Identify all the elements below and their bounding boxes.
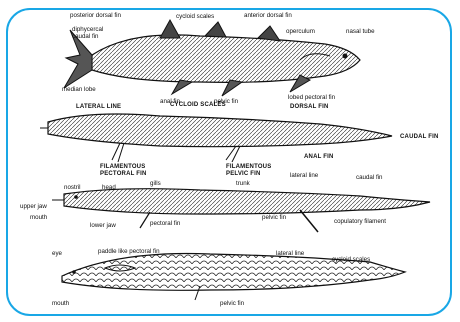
label-pectoral-fin-3: pectoral fin: [150, 220, 180, 227]
label-copulatory-filament: copulatory filament: [334, 218, 386, 225]
label-lateral-line-4: lateral line: [276, 250, 304, 257]
label-cycloid-scales: cycloid scales: [176, 13, 214, 20]
label-filamentous-pectoral-fin: FILAMENTOUS PECTORAL FIN: [100, 164, 158, 178]
label-cycloid-scales-4: cycloid scales: [332, 256, 370, 263]
lungfish-figure: [40, 114, 392, 162]
label-trunk: trunk: [236, 180, 250, 187]
label-lobed-pectoral-fin: lobed pectoral fin: [288, 94, 335, 101]
label-head: head: [102, 184, 116, 191]
label-paddle-like-pectoral-fin: paddle like pectoral fin: [98, 248, 160, 255]
label-pelvic-fin-3: pelvic fin: [262, 214, 286, 221]
label-caudal-fin-3: caudal fin: [356, 174, 383, 181]
label-posterior-dorsal-fin: posterior dorsal fin: [70, 12, 121, 19]
label-dorsal-fin-2: DORSAL FIN: [290, 104, 329, 111]
label-anal-fin-2: ANAL FIN: [304, 154, 334, 161]
label-cycloid-scales-2: CYCLOID SCALES: [170, 102, 226, 109]
label-lateral-line-3: lateral line: [290, 172, 318, 179]
label-nasal-tube: nasal tube: [346, 28, 375, 35]
label-diphycercal-caudal-fin: diphycercal caudal fin: [72, 26, 114, 40]
label-lateral-line-2: LATERAL LINE: [76, 104, 121, 111]
label-mouth-3: mouth: [30, 214, 47, 221]
label-nostril: nostril: [64, 184, 81, 191]
label-anterior-dorsal-fin: anterior dorsal fin: [244, 12, 292, 19]
label-caudal-fin-2: CAUDAL FIN: [400, 134, 439, 141]
label-lower-jaw: lower jaw: [90, 222, 116, 229]
label-gills: gills: [150, 180, 161, 187]
label-mouth-4: mouth: [52, 300, 69, 307]
label-operculum: operculum: [286, 28, 315, 35]
label-pelvic-fin-4: pelvic fin: [220, 300, 244, 307]
label-eye: eye: [52, 250, 62, 257]
label-median-lobe: median lobe: [62, 86, 96, 93]
label-filamentous-pelvic-fin: FILAMENTOUS PELVIC FIN: [226, 164, 284, 178]
label-upper-jaw: upper jaw: [20, 203, 47, 210]
